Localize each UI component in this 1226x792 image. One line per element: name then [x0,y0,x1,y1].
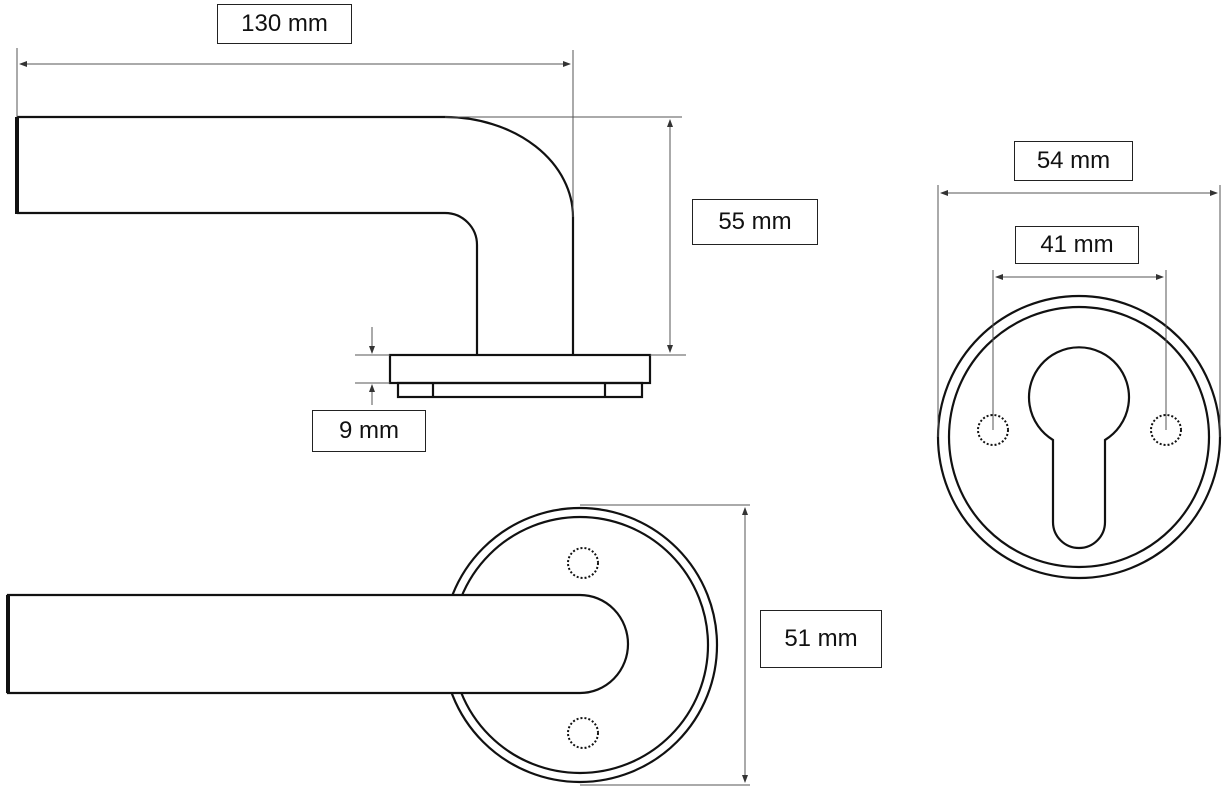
escutcheon-diameter-label: 54 mm [1014,141,1133,181]
length-label: 130 mm [217,4,352,44]
dimension-lines [16,48,1221,786]
hole-spacing-label: 41 mm [1015,226,1139,264]
lever-front-view [6,506,719,784]
thickness-label: 9 mm [312,410,426,452]
height-label: 55 mm [692,199,818,245]
rosette-diameter-label: 51 mm [760,610,882,668]
escutcheon-front-view [936,294,1222,580]
lever-side-view [15,115,652,399]
